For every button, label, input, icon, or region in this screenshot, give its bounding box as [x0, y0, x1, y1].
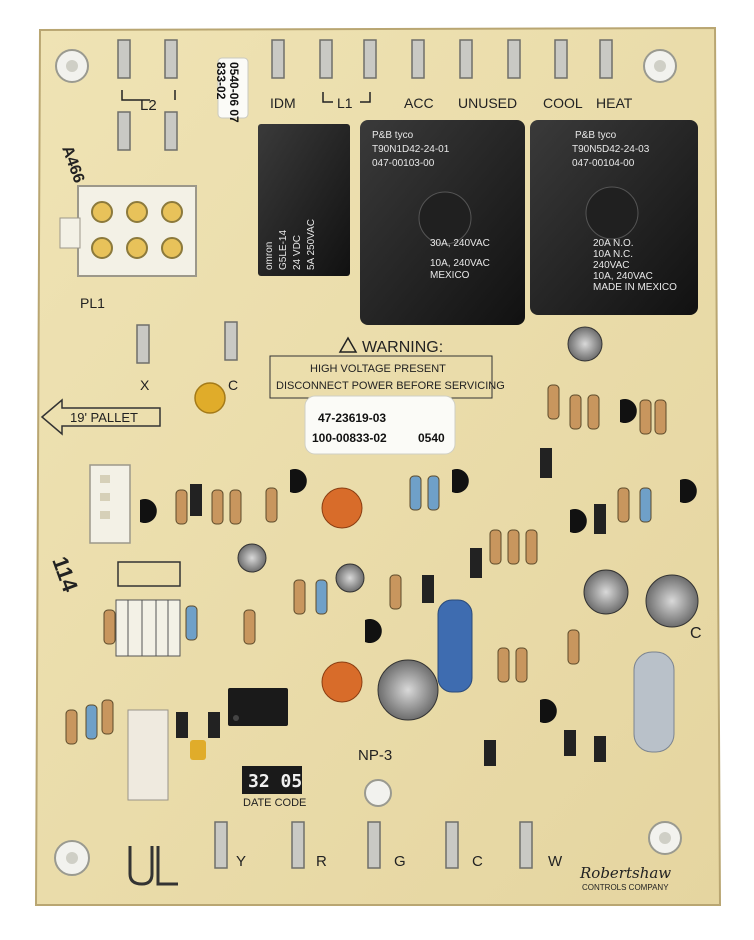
svg-text:20A N.O.: 20A N.O. [593, 238, 634, 249]
svg-text:047-00104-00: 047-00104-00 [572, 158, 635, 169]
svg-text:COOL: COOL [543, 95, 583, 111]
robertshaw-logo: Robertshaw CONTROLS COMPANY [579, 864, 671, 892]
svg-text:32 05: 32 05 [248, 771, 302, 792]
pl1-label: PL1 [80, 295, 105, 311]
top-terminal-labels: IDM L1 ACC UNUSED COOL HEAT [270, 95, 633, 111]
top-terminals [117, 39, 613, 151]
svg-text:CONTROLS COMPANY: CONTROLS COMPANY [582, 883, 669, 892]
svg-text:19' PALLET: 19' PALLET [70, 410, 138, 425]
j3-header [117, 561, 181, 587]
relay-omron: omron G5LE-14 24 VDC 5A 250VAC [258, 124, 350, 276]
svg-text:R: R [316, 853, 327, 870]
svg-text:0540-06 07833-02: 0540-06 07833-02 [214, 62, 241, 123]
svg-text:G5LE-14: G5LE-14 [278, 230, 289, 270]
date-code: 32 05 DATE CODE [242, 766, 306, 809]
power-resistor-ceramic [127, 709, 169, 801]
svg-text:HEAT: HEAT [596, 95, 633, 111]
top-part-sticker: 0540-06 07833-02 [214, 57, 249, 123]
svg-text:MADE IN MEXICO: MADE IN MEXICO [593, 282, 677, 293]
xc-terminals [136, 321, 238, 364]
svg-text:T90N5D42-24-03: T90N5D42-24-03 [572, 144, 650, 155]
tantalum-capacitor [190, 740, 206, 760]
l2-label: L2 [140, 97, 157, 114]
right-c-label: C [690, 625, 702, 642]
bottom-terminals [214, 821, 533, 869]
svg-text:Y: Y [236, 853, 246, 870]
l2-bracket [121, 90, 176, 101]
svg-text:100-00833-02: 100-00833-02 [312, 431, 387, 445]
power-resistor-blue [437, 599, 473, 693]
ceramic-capacitor [194, 382, 226, 414]
transistors [140, 399, 697, 723]
svg-text:DISCONNECT POWER BEFORE SERVIC: DISCONNECT POWER BEFORE SERVICING [276, 380, 505, 392]
svg-text:24 VDC: 24 VDC [292, 235, 303, 270]
ul-mark-icon [128, 846, 178, 886]
terminal-c-label: C [228, 377, 238, 393]
svg-text:IDM: IDM [270, 95, 296, 111]
part-label-sticker: 47-23619-03 100-00833-02 0540 [304, 395, 456, 455]
j2-connector [89, 464, 131, 544]
resistors [65, 384, 667, 745]
svg-text:5A 250VAC: 5A 250VAC [306, 219, 317, 270]
svg-text:30A, 240VAC: 30A, 240VAC [430, 238, 490, 249]
svg-text:P&B tyco: P&B tyco [372, 130, 414, 141]
svg-text:W: W [548, 853, 563, 870]
electrolytic-capacitors [237, 326, 699, 721]
svg-text:P&B tyco: P&B tyco [575, 130, 617, 141]
svg-text:47-23619-03: 47-23619-03 [318, 411, 386, 425]
ic-chip [228, 688, 288, 726]
pallet-arrow: 19' PALLET [40, 398, 161, 436]
svg-text:G: G [394, 853, 406, 870]
svg-text:MEXICO: MEXICO [430, 270, 470, 281]
svg-text:10A, 240VAC: 10A, 240VAC [593, 271, 653, 282]
svg-text:DATE CODE: DATE CODE [243, 797, 306, 809]
terminal-x-label: X [140, 377, 150, 393]
svg-text:240VAC: 240VAC [593, 260, 630, 271]
svg-text:UNUSED: UNUSED [458, 95, 517, 111]
np-label: NP-3 [358, 747, 392, 764]
svg-text:Robertshaw: Robertshaw [579, 864, 671, 882]
warning-block: WARNING: HIGH VOLTAGE PRESENT DISCONNECT… [269, 336, 505, 399]
power-resistor-silver [633, 651, 675, 753]
svg-text:HIGH VOLTAGE PRESENT: HIGH VOLTAGE PRESENT [310, 363, 446, 375]
svg-text:omron: omron [264, 242, 275, 270]
svg-text:ACC: ACC [404, 95, 434, 111]
relay-pb-2: P&B tyco T90N5D42-24-03 047-00104-00 20A… [530, 120, 698, 315]
svg-text:C: C [472, 853, 483, 870]
svg-text:047-00103-00: 047-00103-00 [372, 158, 435, 169]
svg-text:T90N1D42-24-01: T90N1D42-24-01 [372, 144, 450, 155]
svg-text:10A N.C.: 10A N.C. [593, 249, 633, 260]
l1-bracket [322, 92, 371, 103]
diodes [176, 448, 606, 766]
svg-text:0540: 0540 [418, 431, 445, 445]
svg-text:10A, 240VAC: 10A, 240VAC [430, 258, 490, 269]
relay-pb-1: P&B tyco T90N1D42-24-01 047-00103-00 30A… [360, 120, 525, 325]
resistor-network [115, 599, 181, 657]
svg-text:WARNING:: WARNING: [362, 339, 443, 356]
pl1-connector [59, 185, 197, 277]
bottom-terminal-labels: Y R G C W [236, 853, 563, 870]
svg-text:L1: L1 [337, 95, 353, 111]
